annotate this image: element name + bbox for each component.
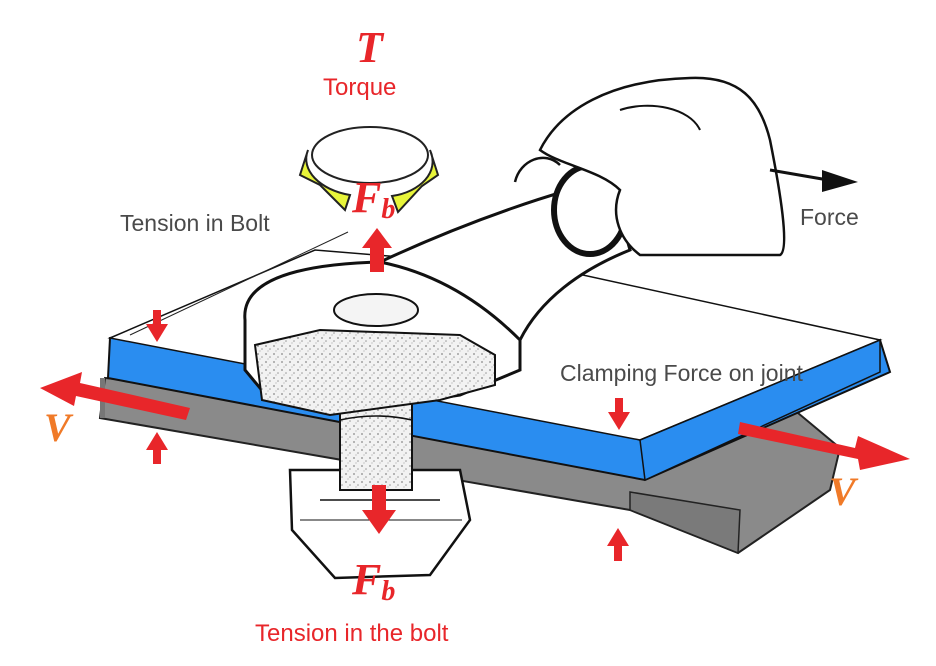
- v-left-symbol: V: [44, 405, 71, 450]
- tension-in-bolt-label: Tension in Bolt: [120, 210, 270, 236]
- fb-down-arrow: [362, 485, 396, 534]
- hand-wrench-icon: [375, 76, 786, 343]
- tension-leader-line: [129, 231, 349, 336]
- fb-up-arrow: [362, 228, 392, 272]
- shear-arrow-left: [40, 372, 190, 420]
- clamp-arrow-top-right: [608, 398, 630, 430]
- torque-symbol: T: [356, 23, 383, 72]
- wrench-head: [243, 260, 522, 417]
- torque-label: Torque: [323, 74, 397, 101]
- fb-top-symbol: Fb: [352, 173, 396, 225]
- force-label: Force: [800, 204, 859, 230]
- clamp-arrow-top-left: [146, 310, 168, 342]
- clamp-arrow-bottom-left: [146, 432, 168, 464]
- force-arrow-icon: [769, 168, 858, 192]
- clamping-force-label: Clamping Force on joint: [560, 360, 803, 386]
- torque-rotation-arrow-icon: [298, 126, 440, 214]
- tension-in-the-bolt-label: Tension in the bolt: [255, 620, 449, 647]
- clamp-arrow-bottom-right: [607, 528, 629, 561]
- shear-arrow-right: [738, 422, 910, 470]
- fb-bottom-symbol: Fb: [352, 555, 396, 607]
- v-right-symbol: V: [829, 469, 856, 514]
